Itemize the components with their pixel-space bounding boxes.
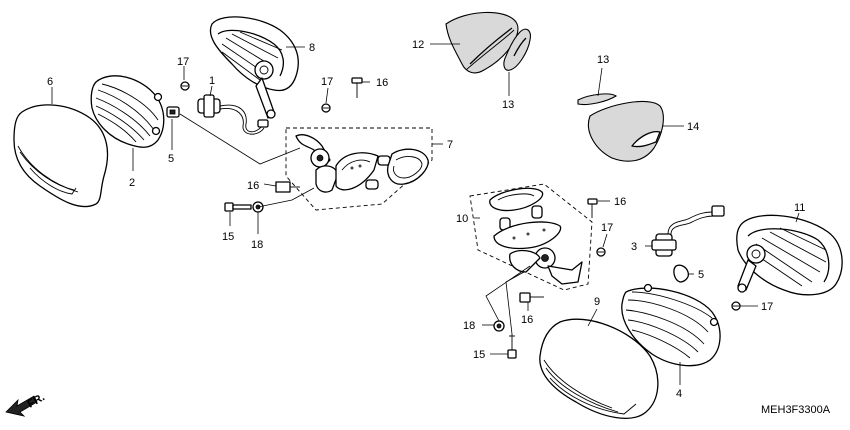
callout-16: 16 xyxy=(247,180,259,192)
part-10-bracket-group xyxy=(469,183,593,291)
callout-16: 16 xyxy=(376,77,388,89)
diagram-code: MEH3F3300A xyxy=(761,404,831,416)
part-4-lens xyxy=(621,283,721,367)
part-17-screw-d xyxy=(731,301,741,311)
part-15-bolt-b xyxy=(507,334,517,359)
callout-3: 3 xyxy=(631,241,637,253)
part-16-screw-c xyxy=(587,198,598,218)
part-6-mirror-cover xyxy=(13,104,109,208)
part-16-screw-a xyxy=(351,77,363,98)
part-5-bulb-b xyxy=(673,264,690,283)
callout-17: 17 xyxy=(601,222,613,234)
part-13-gasket-a xyxy=(503,28,531,71)
callout-15: 15 xyxy=(473,349,485,361)
callout-10: 10 xyxy=(456,213,468,225)
callout-2: 2 xyxy=(129,177,135,189)
part-17-screw-b xyxy=(321,103,331,113)
part-16-screw-b xyxy=(275,181,300,193)
part-13-gasket-b xyxy=(577,93,618,106)
callout-16: 16 xyxy=(614,196,626,208)
callout-5: 5 xyxy=(168,153,174,165)
part-14-cover xyxy=(588,100,664,162)
part-16-screw-d xyxy=(519,292,544,303)
part-11-mirror-housing xyxy=(736,214,843,296)
part-2-lens xyxy=(90,75,165,148)
part-7-bracket-group xyxy=(285,127,433,211)
callout-17: 17 xyxy=(761,301,773,313)
part-15-bolt-a xyxy=(224,202,252,212)
callout-18: 18 xyxy=(251,239,263,251)
direction-label: FR. xyxy=(26,391,47,410)
callout-16: 16 xyxy=(521,314,533,326)
leader-lines-left xyxy=(51,46,443,234)
callout-17: 17 xyxy=(177,56,189,68)
callout-5: 5 xyxy=(698,269,704,281)
part-17-screw-a xyxy=(180,81,190,91)
callout-15: 15 xyxy=(222,231,234,243)
callout-8: 8 xyxy=(309,42,315,54)
callout-labels: 6 2 5 17 1 8 17 16 7 16 15 18 12 13 13 1… xyxy=(47,39,805,400)
leader-lines-right xyxy=(474,200,800,385)
callout-6: 6 xyxy=(47,76,53,88)
callout-7: 7 xyxy=(447,139,453,151)
callout-13: 13 xyxy=(502,99,514,111)
callout-4: 4 xyxy=(676,388,682,400)
callout-1: 1 xyxy=(209,75,215,87)
callout-18: 18 xyxy=(463,320,475,332)
callout-12: 12 xyxy=(412,39,424,51)
callout-11: 11 xyxy=(794,202,805,214)
part-9-mirror-cover xyxy=(539,318,659,419)
callout-14: 14 xyxy=(687,121,699,133)
leader-lines-top xyxy=(430,43,684,127)
part-17-screw-c xyxy=(596,247,606,257)
part-18-washer-b xyxy=(493,320,505,332)
part-5-bulb xyxy=(166,106,180,118)
part-12-cover xyxy=(445,11,519,74)
part-8-mirror-housing xyxy=(209,16,299,119)
part-1-socket xyxy=(197,94,269,135)
front-direction-arrow: FR. xyxy=(5,391,47,417)
callout-13: 13 xyxy=(597,54,609,66)
callout-9: 9 xyxy=(594,296,600,308)
callout-17: 17 xyxy=(321,76,333,88)
part-3-socket xyxy=(651,205,725,257)
